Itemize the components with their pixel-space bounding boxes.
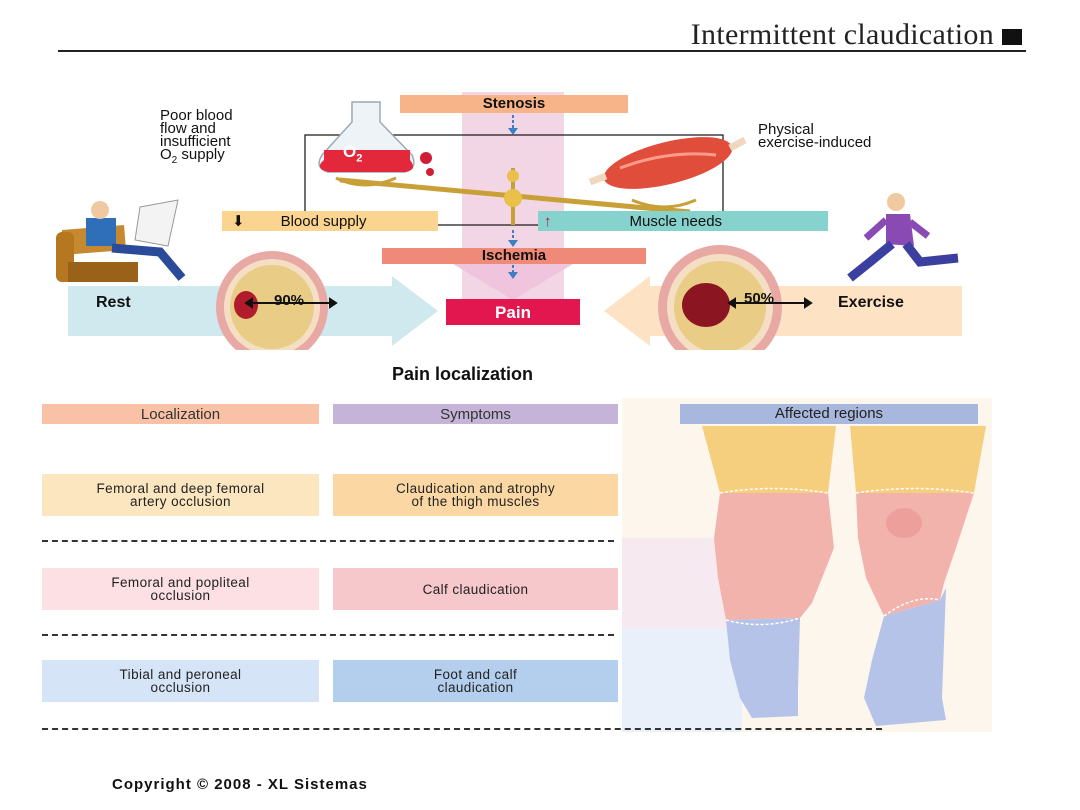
pain-label: Pain [495, 303, 531, 322]
row-divider [42, 728, 882, 730]
mechanism-diagram [56, 92, 962, 350]
affected-regions-header: Affected regions [680, 404, 978, 424]
flask-o2-label: O2 [343, 142, 363, 165]
copyright-notice: Copyright © 2008 - XL Sistemas [112, 776, 368, 793]
row-divider [42, 634, 614, 636]
title-text: Intermittent claudication [690, 18, 994, 51]
exercise-induced-line-1: Physical [758, 121, 814, 138]
stenosis-bar [400, 95, 628, 113]
muscle-needs-label: ↑Muscle needs [544, 213, 723, 230]
resting-person-icon [56, 199, 186, 282]
blood-supply-label: ⬇Blood supply [232, 213, 367, 230]
balance-scale-icon [335, 168, 697, 225]
running-person-icon [847, 193, 959, 282]
flow-arrow-icons [508, 115, 518, 279]
poor-flow-label: Poor blood flow and insufficient O2 supp… [160, 107, 233, 167]
symptoms-header: Symptoms [333, 404, 618, 424]
exercise-artery-icon [658, 245, 782, 350]
row-divider [42, 540, 614, 542]
down-arrow-icon: ⬇ [232, 213, 245, 230]
exercise-arrow [604, 276, 962, 346]
stenosis-label: Stenosis [482, 95, 546, 112]
ischemia-label: Ischemia [481, 247, 547, 264]
poor-flow-line-4: O2 supply [160, 146, 225, 166]
affected-legs-illustration [622, 398, 992, 732]
poor-flow-line-2: flow and [160, 120, 216, 137]
localization-header: Localization [42, 404, 319, 424]
rest-label: Rest [96, 294, 131, 311]
ischemia-bar [382, 248, 646, 264]
poor-flow-line-3: insufficient [160, 133, 231, 150]
exercise-induced-label: Physical exercise-induced [758, 121, 872, 151]
row-2-symptom: Calf claudication [333, 568, 618, 610]
title-rule [58, 50, 1026, 52]
exercise-stenosis-percent: 50% [744, 290, 775, 307]
title-square-mark [1002, 29, 1022, 46]
blood-supply-bar [222, 211, 438, 231]
up-arrow-icon: ↑ [544, 213, 552, 230]
pain-localization-heading: Pain localization [392, 364, 534, 384]
muscle-needs-bar [538, 211, 828, 231]
pain-box [446, 299, 580, 325]
poor-flow-line-1: Poor blood [160, 107, 233, 124]
page-title: Intermittent claudication [691, 18, 1022, 52]
rest-stenosis-percent: 90% [274, 292, 305, 309]
percentage-arrows [244, 297, 813, 309]
rest-artery-icon [216, 251, 328, 350]
exercise-induced-line-2: exercise-induced [758, 134, 872, 151]
muscle-icon [588, 136, 747, 189]
oxygen-flask-icon [318, 101, 434, 176]
exercise-label: Exercise [838, 294, 904, 311]
